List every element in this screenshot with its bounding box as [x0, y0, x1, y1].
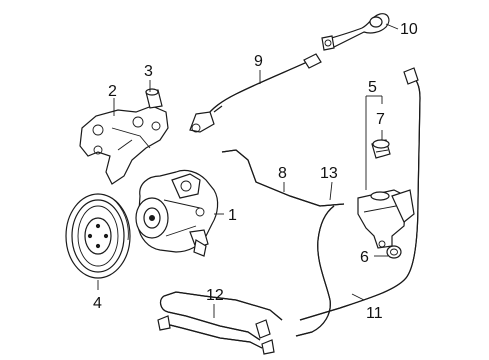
- callout-13: 13: [320, 165, 338, 182]
- leader-lines: [97, 23, 399, 318]
- callout-9: 9: [254, 53, 263, 70]
- callout-1: 1: [228, 207, 237, 224]
- part-10-clamp: [321, 13, 390, 51]
- callout-4: 4: [93, 295, 102, 312]
- callout-5: 5: [368, 79, 377, 96]
- part-8-return-hose: [221, 149, 345, 207]
- part-1-pump: [135, 169, 219, 257]
- part-4-pulley: [65, 193, 131, 279]
- part-3-bushing: [145, 88, 163, 109]
- callout-12: 12: [206, 287, 224, 304]
- callout-6: 6: [360, 249, 369, 266]
- part-7-cap: [371, 139, 391, 159]
- callout-10: 10: [400, 21, 418, 38]
- part-5-reservoir: [357, 189, 415, 249]
- part-9-pressure-hose: [189, 53, 322, 133]
- callout-2: 2: [108, 83, 117, 100]
- part-13-hose: [295, 205, 335, 337]
- callout-8: 8: [278, 165, 287, 182]
- callout-11: 11: [366, 305, 383, 322]
- callout-7: 7: [376, 111, 385, 128]
- callout-3: 3: [144, 63, 153, 80]
- part-12-cooler-lines: [157, 291, 283, 355]
- part-6-plug: [386, 245, 402, 259]
- part-2-bracket: [79, 105, 169, 185]
- part-11-line: [299, 67, 421, 321]
